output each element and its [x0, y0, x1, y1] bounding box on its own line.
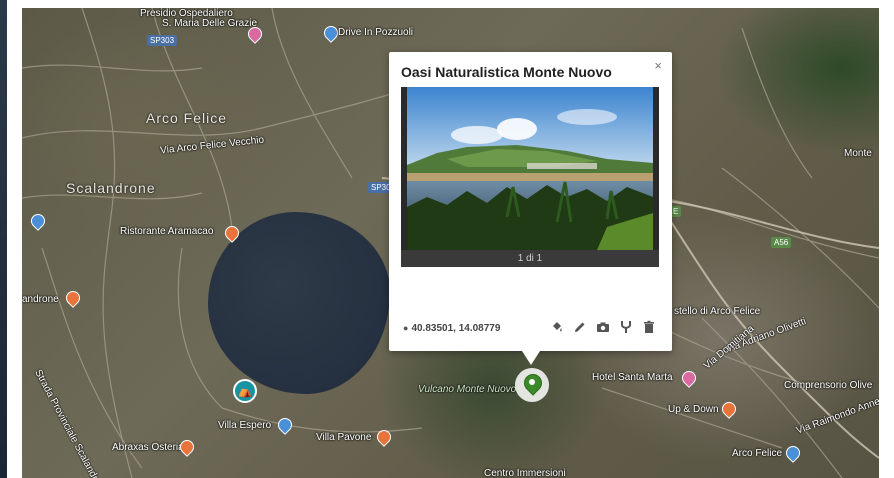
road-shield: SP30 — [368, 182, 394, 193]
coordinates-value: 40.83501, 14.08779 — [411, 323, 501, 334]
info-popup: Oasi Naturalistica Monte Nuovo × — [389, 52, 672, 351]
road-shield: A56 — [771, 237, 792, 248]
left-panel-edge — [0, 0, 7, 478]
map-label: Vulcano Monte Nuovo — [418, 384, 517, 395]
map-label: Drive In Pozzuoli — [338, 27, 414, 38]
map-label: Abraxas Osteria — [112, 442, 184, 453]
map-label: Hotel Santa Marta — [592, 372, 673, 383]
route-fork-icon[interactable] — [619, 320, 633, 334]
map-pin-icon: ● — [403, 323, 409, 333]
paint-bucket-icon[interactable] — [550, 320, 564, 334]
place-photo[interactable]: 1 di 1 — [401, 87, 659, 267]
map-label: androne — [22, 294, 59, 305]
map-label: Presidio Ospedaliero — [140, 8, 233, 19]
map-label: Villa Espero — [218, 420, 272, 431]
camera-icon[interactable] — [596, 320, 610, 334]
popup-toolbar — [550, 320, 656, 336]
area-label: Scalandrone — [66, 180, 156, 196]
map-label: S. Maria Delle Grazie — [162, 18, 258, 29]
map-label: stello di Arco Felice — [674, 306, 761, 317]
map-label: Monte — [844, 148, 872, 159]
map-label: Villa Pavone — [316, 432, 372, 443]
landscape-photo — [407, 87, 653, 250]
map-label: Centro Immersioni — [484, 468, 566, 478]
photo-counter: 1 di 1 — [401, 250, 659, 267]
picnic-area-icon[interactable]: ⛺ — [233, 379, 257, 403]
map-label: Up & Down — [668, 404, 719, 415]
popup-title: Oasi Naturalistica Monte Nuovo — [401, 64, 612, 80]
pencil-icon[interactable] — [573, 320, 587, 334]
road-shield: SP303 — [147, 35, 178, 46]
coordinates: ●40.83501, 14.08779 — [403, 323, 500, 334]
close-icon[interactable]: × — [654, 58, 662, 73]
pin-dot — [529, 379, 535, 385]
area-label: Arco Felice — [146, 110, 228, 126]
popup-pointer — [522, 351, 540, 365]
lake-lucrino — [208, 212, 390, 394]
trash-icon[interactable] — [642, 320, 656, 334]
map-label: Arco Felice — [732, 448, 783, 459]
map-label: Ristorante Aramacao — [120, 226, 214, 237]
map-label: Comprensorio Olive — [784, 380, 873, 391]
road-shield: E — [670, 206, 682, 217]
